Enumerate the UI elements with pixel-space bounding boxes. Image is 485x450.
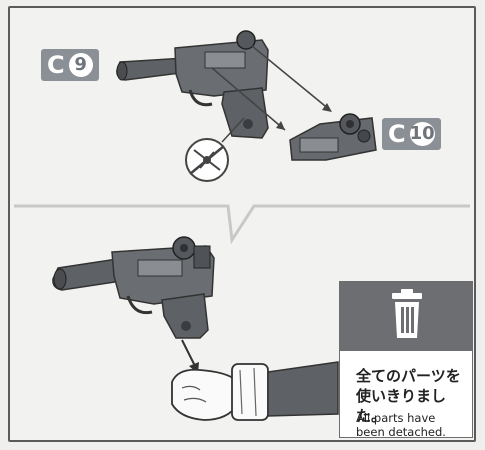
part-c10-piece xyxy=(289,113,377,161)
trash-can-icon xyxy=(392,289,422,338)
assembly-arrows xyxy=(211,45,332,131)
part-label-c9-letter: C xyxy=(47,51,65,79)
part-label-c10-letter: C xyxy=(388,120,406,148)
part-label-c10: C 10 xyxy=(382,118,441,150)
no-sprue-icon xyxy=(185,117,245,182)
notice-header xyxy=(340,282,472,351)
notice-english-line1: All parts have xyxy=(356,411,436,425)
section-divider xyxy=(14,204,470,245)
notice-japanese-text: 全てのパーツを 使いきりました。 xyxy=(356,366,472,426)
part-label-c9-number: 9 xyxy=(68,53,93,77)
notice-japanese-line1: 全てのパーツを xyxy=(356,367,461,385)
notice-english-line2: been detached. xyxy=(356,425,446,439)
notice-english-text: All parts have been detached. xyxy=(356,411,446,439)
notice-japanese-line2: 使いきりました。 xyxy=(356,387,447,425)
pistol-body-step2 xyxy=(52,236,215,339)
figure-hand xyxy=(171,361,339,421)
part-label-c10-number: 10 xyxy=(409,122,435,146)
part-label-c9: C 9 xyxy=(41,49,99,81)
pistol-body-step1 xyxy=(116,30,269,139)
parts-complete-notice: 全てのパーツを 使いきりました。 All parts have been det… xyxy=(339,281,473,439)
